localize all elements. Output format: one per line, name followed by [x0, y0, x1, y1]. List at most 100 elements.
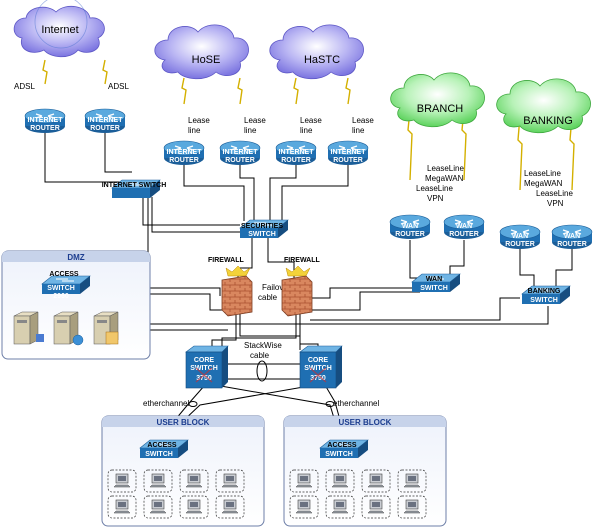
user-pcs-2 [289, 469, 427, 519]
router-label-line1: INTERNET [167, 149, 203, 156]
core-switch-1[interactable]: CORE SWITCH 3750 [185, 345, 229, 389]
branch-leaseline-label-2: LeaseLine [416, 184, 453, 193]
dmz-title: DMZ [67, 253, 84, 262]
router-label-line1: WAN [512, 233, 528, 240]
switch-label-line1: BANKING [528, 288, 561, 295]
banking-wan-router-1[interactable]: WAN ROUTER [499, 224, 541, 250]
server-icon [13, 311, 44, 345]
user-block-2-access-switch[interactable]: ACCESS SWITCH [319, 439, 369, 459]
lease-label-4: Lease [352, 116, 374, 125]
core-model-label: 3750 [310, 375, 326, 382]
internet-switch[interactable]: INTERNET SWITCH [102, 179, 167, 199]
pc-workstation-icon [325, 469, 355, 493]
internet-router-2[interactable]: INTERNET ROUTER [84, 108, 126, 134]
banking-vpn-label: VPN [547, 199, 564, 208]
router-label-line2: ROUTER [505, 241, 535, 248]
switch-label-line2: SWITCH [47, 285, 75, 292]
hose-router-2[interactable]: INTERNET ROUTER [219, 140, 261, 166]
branch-megawan-label: MegaWAN [425, 174, 464, 183]
core-label-line2: SWITCH [190, 365, 218, 372]
pc-workstation-icon [107, 495, 137, 519]
user-block-1-access-switch[interactable]: ACCESS SWITCH [139, 439, 189, 459]
branch-leaseline-label-1: LeaseLine [427, 164, 464, 173]
hastc-router-2[interactable]: INTERNET ROUTER [327, 140, 369, 166]
core-model-label: 3750 [196, 375, 212, 382]
pc-workstation-icon [289, 495, 319, 519]
router-label-line2: ROUTER [333, 157, 363, 164]
core-switch-2[interactable]: CORE SWITCH 3750 [299, 345, 343, 389]
internet-cloud-label: Internet [41, 24, 78, 36]
pc-workstation-icon [361, 495, 391, 519]
internet-cloud: Internet [13, 0, 105, 58]
pc-workstation-icon [361, 469, 391, 493]
pc-workstation-icon [107, 469, 137, 493]
failover-cable-label: cable [258, 293, 278, 302]
adsl-label-1: ADSL [14, 82, 35, 91]
router-label-line2: ROUTER [557, 241, 587, 248]
stackwise-cable-loop [256, 360, 268, 382]
switch-label-line2: SWITCH [145, 451, 173, 458]
switch-label-line1: ACCESS [327, 442, 357, 449]
core-label-line1: CORE [308, 357, 329, 364]
user-block-2-title: USER BLOCK [339, 418, 392, 427]
hastc-cloud-label: HaSTC [304, 54, 340, 66]
securities-switch[interactable]: SECURITIES SWITCH [239, 219, 289, 239]
wan-switch[interactable]: WAN SWITCH [411, 273, 461, 293]
stackwise-label: StackWise [244, 341, 282, 350]
banking-cloud-label: BANKING [523, 115, 573, 127]
router-label-line2: ROUTER [395, 231, 425, 238]
firewall-1[interactable]: FIREWALL [208, 257, 253, 317]
banking-wan-router-2[interactable]: WAN ROUTER [551, 224, 593, 250]
switch-label-line2: SWITCH [420, 285, 448, 292]
router-label-line1: WAN [564, 233, 580, 240]
pc-workstation-icon [289, 469, 319, 493]
router-label-line2: ROUTER [225, 157, 255, 164]
switch-label-line1: ACCESS [147, 442, 177, 449]
etherchannel-label-1: etherchannel [143, 399, 189, 408]
switch-label-line1: WAN [426, 276, 442, 283]
adsl-label-2: ADSL [108, 82, 129, 91]
switch-label-line1: ACCESS [49, 271, 79, 278]
switch-label-line2: SWITCH [530, 297, 558, 304]
branch-wan-router-1[interactable]: WAN ROUTER [389, 214, 431, 240]
router-label-line2: ROUTER [90, 125, 120, 132]
line-label-3: line [300, 126, 313, 135]
internet-router-1[interactable]: INTERNET ROUTER [24, 108, 66, 134]
pc-workstation-icon [215, 469, 245, 493]
banking-leaseline-label-1: LeaseLine [524, 169, 561, 178]
branch-wan-router-2[interactable]: WAN ROUTER [443, 214, 485, 240]
switch-label-line2: SWITCH [248, 231, 276, 238]
switch-model-label: 2960 [53, 293, 69, 300]
web-server-icon [53, 311, 84, 346]
banking-cloud: BANKING [496, 78, 591, 134]
router-label-line1: INTERNET [88, 117, 124, 124]
pc-workstation-icon [325, 495, 355, 519]
switch-label-line1: SECURITIES [241, 223, 283, 230]
etherchannel-markers [188, 401, 335, 407]
banking-switch[interactable]: BANKING SWITCH [521, 285, 571, 305]
branch-cloud: BRANCH [390, 72, 485, 128]
user-block-1-title: USER BLOCK [157, 418, 210, 427]
dmz-access-switch[interactable]: ACCESS SWITCH 2960 [41, 271, 91, 300]
line-label-1: line [188, 126, 201, 135]
failover-label: Failover [262, 283, 291, 292]
user-pcs-1 [107, 469, 245, 519]
router-label-line1: INTERNET [331, 149, 367, 156]
router-label-line1: WAN [456, 223, 472, 230]
router-label-line2: ROUTER [169, 157, 199, 164]
etherchannel-label-2: etherchannel [333, 399, 379, 408]
hastc-router-1[interactable]: INTERNET ROUTER [275, 140, 317, 166]
internet-switch-label: INTERNET SWITCH [102, 182, 167, 189]
lease-label-3: Lease [300, 116, 322, 125]
dmz-block: DMZ ACCESS SWITCH 2960 [1, 250, 151, 360]
lease-label-2: Lease [244, 116, 266, 125]
switch-label-line2: SWITCH [325, 451, 353, 458]
pc-workstation-icon [215, 495, 245, 519]
router-label-line1: INTERNET [28, 117, 64, 124]
firewall-2[interactable]: FIREWALL [281, 257, 320, 317]
hose-router-1[interactable]: INTERNET ROUTER [163, 140, 205, 166]
router-label-line1: WAN [402, 223, 418, 230]
router-label-line2: ROUTER [30, 125, 60, 132]
line-label-2: line [244, 126, 257, 135]
